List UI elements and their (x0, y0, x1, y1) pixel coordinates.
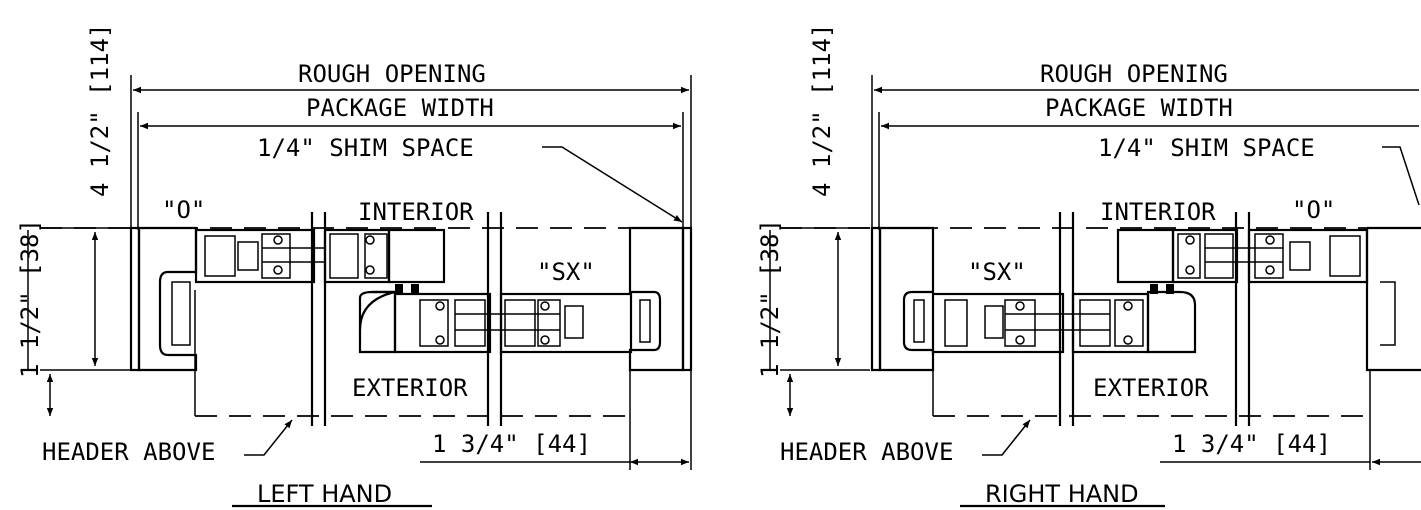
left-dim-depth: 1 3/4" [44] (432, 430, 591, 458)
left-exterior-label: EXTERIOR (352, 374, 468, 402)
left-interior-label: INTERIOR (358, 198, 474, 226)
right-header-above-label: HEADER ABOVE (780, 438, 953, 466)
right-fixed-panel (1116, 228, 1175, 284)
left-shim-leader (542, 146, 683, 223)
right-header-leader (982, 419, 1031, 456)
right-dim-depth: 1 3/4" [44] (1172, 430, 1331, 458)
right-interior-label: INTERIOR (1100, 198, 1216, 226)
left-package-width-label: PACKAGE WIDTH (306, 94, 494, 122)
left-sliding-panel (358, 290, 397, 354)
right-package-width-label: PACKAGE WIDTH (1045, 94, 1233, 122)
right-hand-title: RIGHT HAND (985, 480, 1139, 508)
right-sliding-panel (931, 292, 1065, 354)
left-rough-opening-label: ROUGH OPENING (298, 60, 486, 88)
left-hand-detail: 4 1/2" [114] 1 1/2" [38] ROUGH OPENING P… (16, 24, 693, 508)
right-dim-total: 4 1/2" [114] (808, 24, 836, 197)
left-shim-space-label: 1/4" SHIM SPACE (257, 134, 474, 162)
right-dim-frame: 1 1/2" [38] (756, 219, 784, 378)
left-header-leader (244, 419, 293, 456)
right-hand-detail: 4 1/2" [114] 1 1/2" [38] ROUGH OPENING P… (756, 24, 1421, 508)
left-dim-total: 4 1/2" [114] (86, 24, 114, 197)
right-exterior-label: EXTERIOR (1093, 374, 1209, 402)
right-shim-leader (1382, 146, 1420, 206)
left-dim-frame: 1 1/2" [38] (16, 219, 44, 378)
left-fixed-panel (194, 228, 316, 284)
right-panel-sliding-label: "SX" (968, 258, 1026, 286)
left-panel-fixed-label: "O" (162, 196, 205, 224)
right-shim-space-label: 1/4" SHIM SPACE (1098, 134, 1315, 162)
left-header-above-label: HEADER ABOVE (42, 438, 215, 466)
left-panel-sliding-label: "SX" (537, 258, 595, 286)
left-hand-title: LEFT HAND (257, 480, 392, 508)
right-rough-opening-label: ROUGH OPENING (1040, 60, 1228, 88)
right-panel-fixed-label: "O" (1292, 196, 1335, 224)
